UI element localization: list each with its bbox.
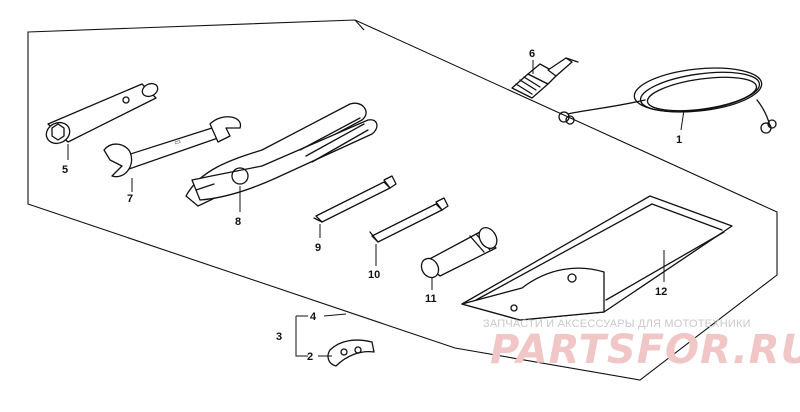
watermark-logo: PARTSFOR.RU (490, 327, 800, 373)
svg-text:▭: ▭ (173, 138, 181, 147)
part-7-open-end-wrench: ▭ (103, 116, 241, 178)
part-9-screwdriver-blade (313, 175, 397, 223)
leader-4 (323, 313, 347, 317)
callout-6: 6 (529, 48, 535, 60)
callout-9: 9 (315, 242, 321, 254)
callout-11: 11 (425, 293, 437, 305)
callout-1: 1 (676, 134, 682, 146)
callout-8: 8 (235, 216, 241, 228)
callout-5: 5 (62, 164, 68, 176)
part-11-screwdriver-handle (420, 227, 498, 279)
part-6-spark-plug (511, 57, 579, 99)
callout-7: 7 (127, 193, 133, 205)
callout-12: 12 (655, 286, 667, 298)
part-8-pliers (185, 102, 378, 207)
callout-10: 10 (368, 269, 380, 281)
part-5-box-wrench (45, 82, 159, 145)
part-10-screwdriver-blade (369, 197, 449, 243)
leader-3-bracket (295, 315, 308, 357)
callout-3: 3 (276, 331, 282, 343)
tool-tray-frame (27, 19, 778, 381)
part-1-cord (558, 67, 777, 134)
callout-4: 4 (310, 311, 317, 323)
callout-2: 2 (307, 351, 313, 363)
watermark-caption: ЗАПЧАСТИ И АКСЕССУАРЫ ДЛЯ МОТОТЕХНИКИ (483, 318, 751, 330)
leader-1 (680, 109, 685, 131)
part-12-tool-bag (461, 195, 733, 321)
part-2-clip (327, 339, 375, 367)
